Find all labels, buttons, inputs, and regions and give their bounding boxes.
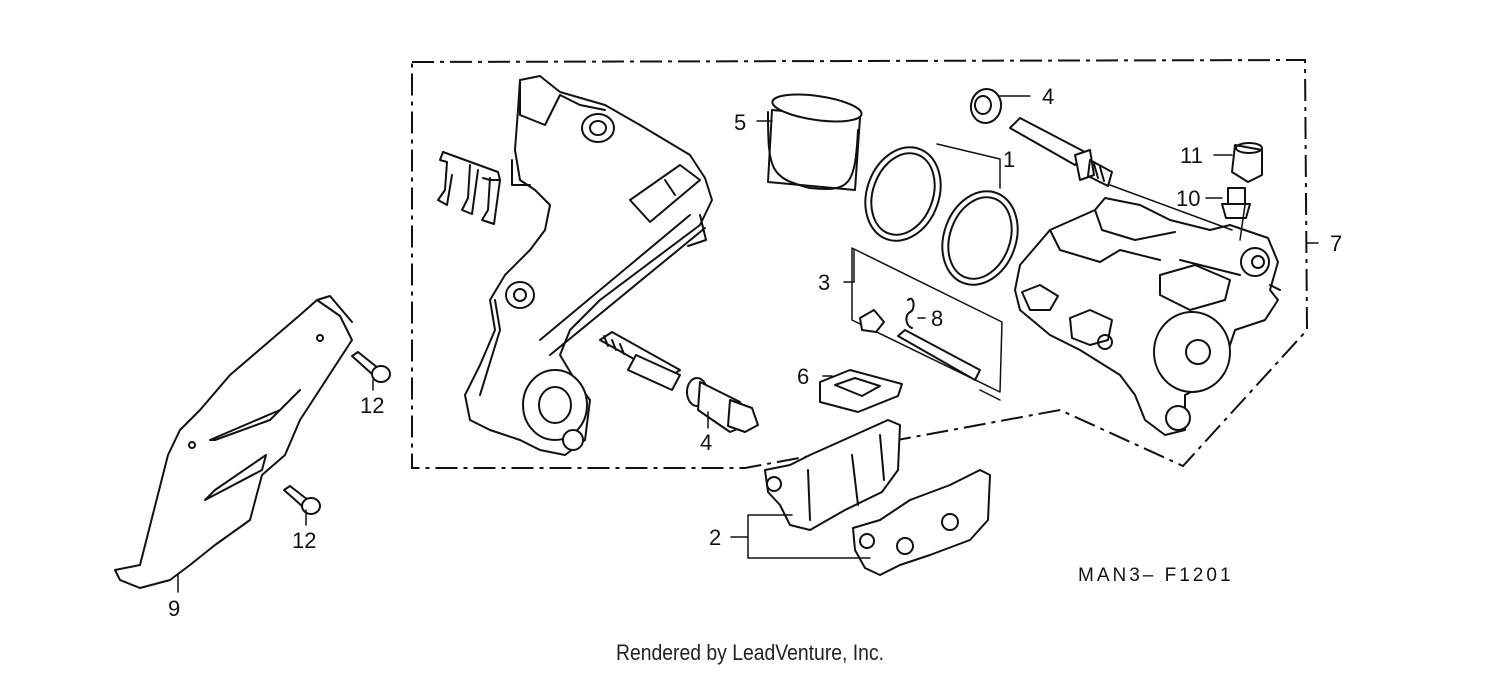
part-label-2: 2 [709,525,721,550]
pad-spring [819,369,903,413]
assembly-frame [411,58,1309,469]
bleeder-valve [1221,187,1251,219]
pin-boot [969,88,1003,124]
part-label-1: 1 [1003,147,1015,172]
caliper-body [1014,197,1281,436]
bracket-slide-pin [599,331,681,391]
part-label-6: 6 [797,364,809,389]
brake-pads [764,419,991,576]
piston [767,93,863,191]
part-label-12-lower: 12 [292,528,316,553]
part-label-8: 8 [931,306,943,331]
part-label-3: 3 [818,270,830,295]
bleeder-cap [1231,142,1263,183]
flange-bolt-upper [351,351,391,383]
pad-pin-group [851,247,1003,393]
part-label-12-upper: 12 [360,393,384,418]
piston-seals [864,146,1019,286]
flange-bolt-lower [283,485,321,515]
part-label-4-upper: 4 [1042,84,1054,109]
part-label-10: 10 [1176,186,1200,211]
pin-bolt [686,377,759,433]
leader-lines [177,95,1319,593]
caliper-pin [1009,117,1113,187]
pad-retainer-clip [437,151,501,225]
part-label-9: 9 [168,596,180,621]
caliper-bracket [464,75,713,456]
footer-credit: Rendered by LeadVenture, Inc. [615,640,885,665]
part-label-7: 7 [1330,231,1342,256]
figure-code: MAN3– F1201 [1078,565,1234,586]
splash-guard [114,295,353,589]
part-label-5: 5 [734,110,746,135]
part-label-11: 11 [1180,143,1203,168]
part-label-4-lower: 4 [700,430,712,455]
